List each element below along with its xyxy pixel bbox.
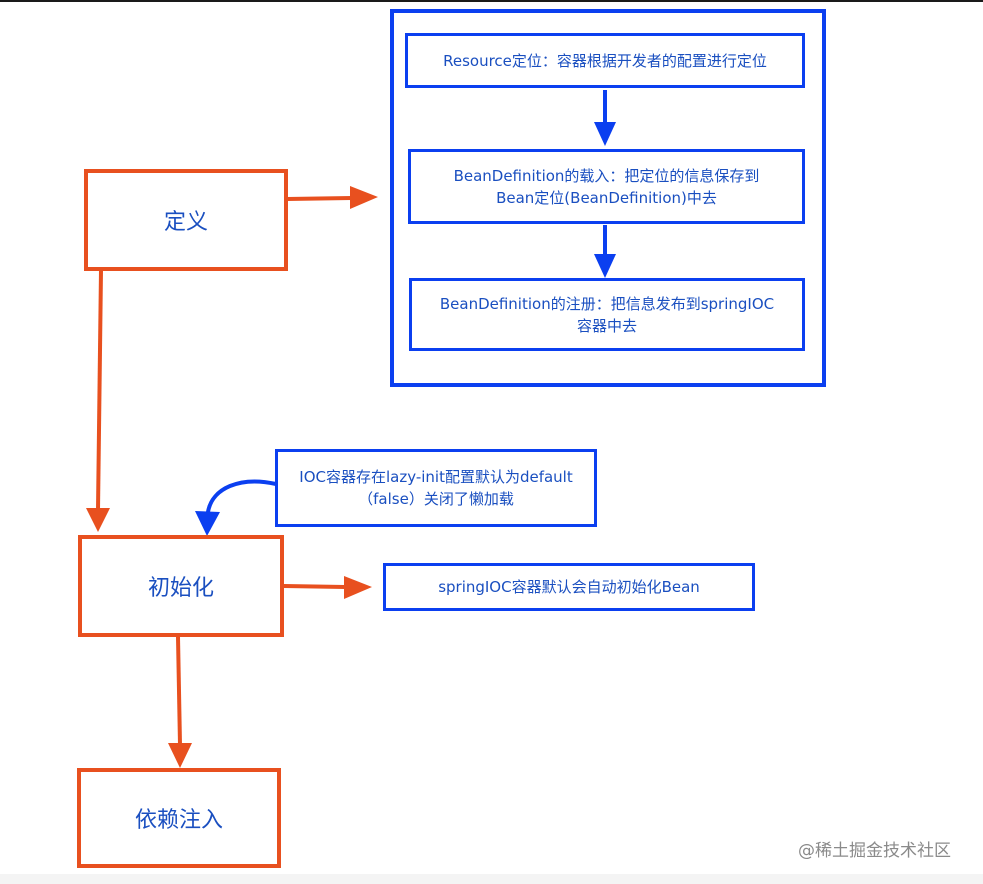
inject-stage-box: 依赖注入 — [77, 768, 281, 868]
bottom-bar — [0, 874, 983, 884]
load-step-line1: BeanDefinition的载入：把定位的信息保存到 — [453, 166, 760, 185]
watermark: @稀土掘金技术社区 — [798, 841, 951, 861]
definition-steps-group — [390, 9, 826, 387]
arrow-load-to-register — [594, 225, 616, 278]
arrow-lazy-note-to-init — [195, 479, 277, 536]
define-stage-label: 定义 — [163, 210, 208, 235]
arrow-init-to-inject — [168, 636, 192, 768]
resource-locate-text: Resource定位：容器根据开发者的配置进行定位 — [443, 51, 767, 70]
arrow-resource-to-load — [594, 90, 616, 146]
arrow-define-to-init — [86, 269, 110, 532]
bean-definition-load-step: BeanDefinition的载入：把定位的信息保存到 Bean定位(BeanD… — [408, 149, 805, 224]
define-stage-box: 定义 — [84, 169, 288, 271]
init-stage-box: 初始化 — [78, 535, 284, 637]
register-step-line2: 容器中去 — [576, 316, 637, 335]
lazy-note-line2: （false）关闭了懒加载 — [358, 490, 514, 508]
arrow-init-to-auto-note — [283, 576, 372, 599]
bean-definition-register-step: BeanDefinition的注册：把信息发布到springIOC 容器中去 — [409, 278, 805, 351]
inject-stage-label: 依赖注入 — [134, 808, 223, 833]
auto-init-note-text: springIOC容器默认会自动初始化Bean — [438, 578, 700, 596]
lazy-note-line1: IOC容器存在lazy-init配置默认为default — [299, 468, 573, 486]
arrow-define-to-steps — [286, 186, 378, 209]
lazy-init-note: IOC容器存在lazy-init配置默认为default （false）关闭了懒… — [275, 449, 597, 527]
register-step-line1: BeanDefinition的注册：把信息发布到springIOC — [439, 294, 775, 313]
load-step-line2: Bean定位(BeanDefinition)中去 — [496, 188, 717, 207]
auto-init-note: springIOC容器默认会自动初始化Bean — [383, 563, 755, 611]
top-border-line — [0, 0, 983, 2]
resource-locate-step: Resource定位：容器根据开发者的配置进行定位 — [405, 33, 805, 88]
init-stage-label: 初始化 — [147, 576, 214, 601]
